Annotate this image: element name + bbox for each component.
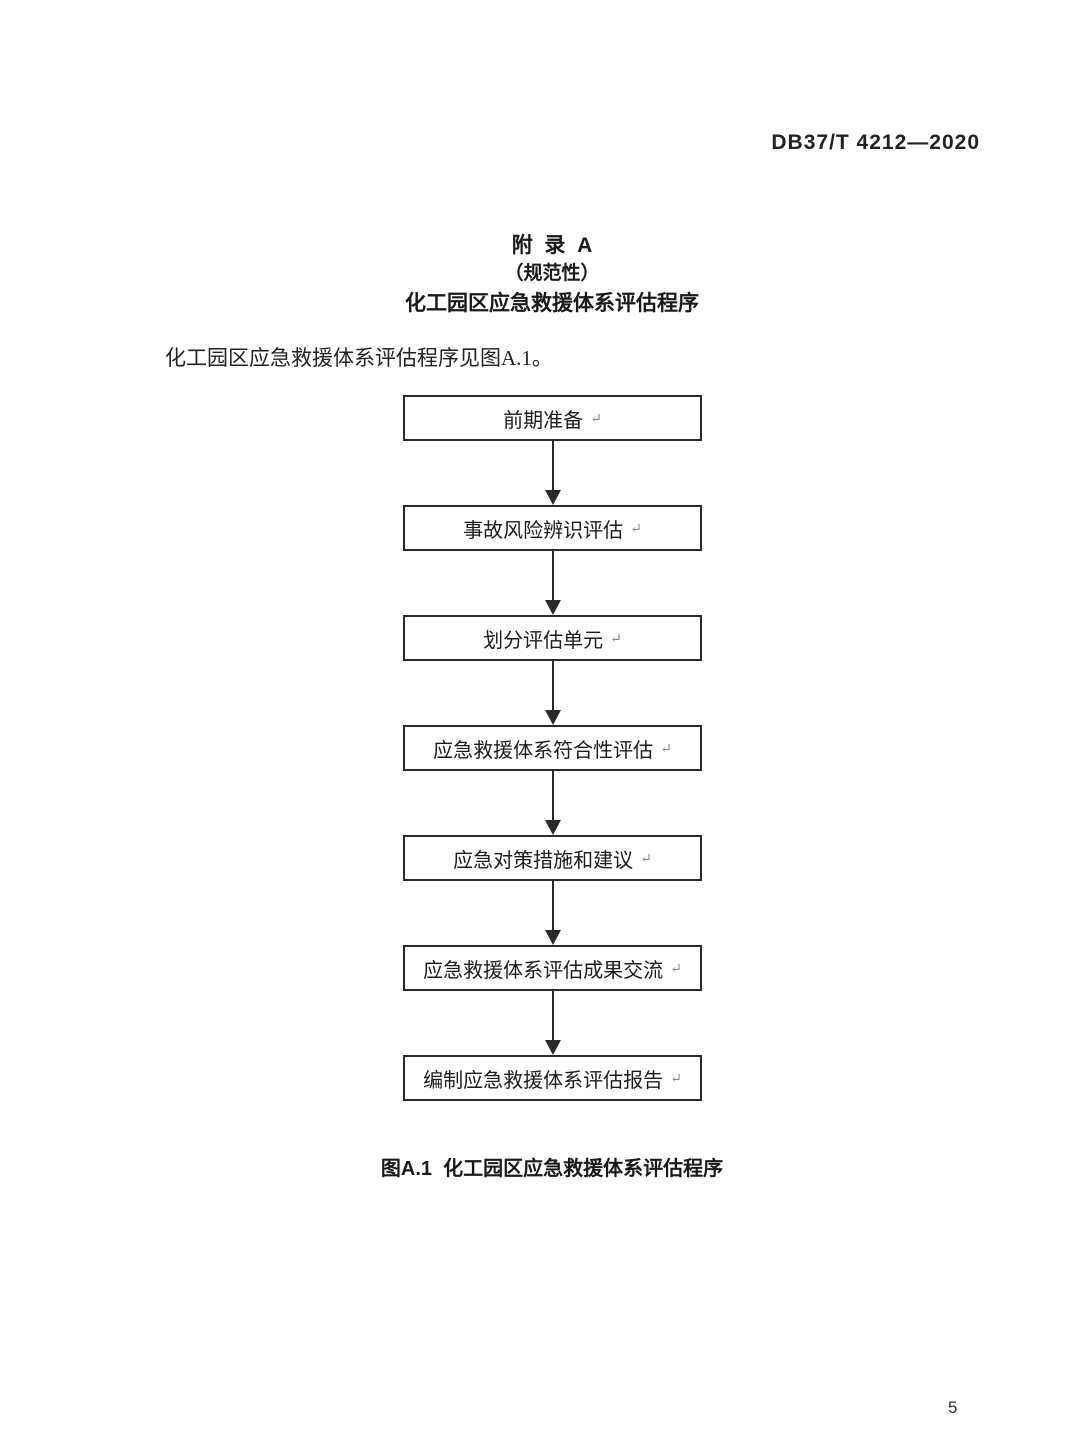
paragraph-return-icon: ↵ — [640, 851, 652, 867]
intro-paragraph: 化工园区应急救援体系评估程序见图A.1。 — [165, 346, 553, 370]
flow-step-label: 划分评估单元 — [483, 629, 604, 652]
paragraph-return-icon: ↵ — [660, 741, 672, 757]
paragraph-return-icon: ↵ — [610, 631, 622, 647]
flow-step-label: 应急对策措施和建议 — [453, 849, 634, 872]
flow-step-1: 前期准备 ↵ — [403, 395, 702, 441]
paragraph-return-icon: ↵ — [630, 521, 642, 537]
arrow-shaft — [551, 991, 554, 1040]
appendix-title-block: 附 录 A （规范性） 化工园区应急救援体系评估程序 — [405, 233, 699, 319]
appendix-type-note: （规范性） — [504, 263, 600, 284]
flow-step-label: 应急救援体系评估成果交流 — [423, 959, 664, 982]
arrow-shaft — [551, 661, 554, 710]
arrow-head — [544, 820, 561, 835]
arrow-shaft — [551, 881, 554, 930]
flowchart: 前期准备 ↵ 事故风险辨识评估 ↵ 划分评估单元 ↵ 应急救援体系符合性评估 ↵ — [403, 395, 702, 1101]
down-arrow-icon — [403, 661, 702, 725]
down-arrow-icon — [403, 881, 702, 945]
flow-step-label: 应急救援体系符合性评估 — [433, 739, 654, 762]
down-arrow-icon — [403, 771, 702, 835]
flow-step-7: 编制应急救援体系评估报告 ↵ — [403, 1055, 702, 1101]
figure-caption: 图A.1 化工园区应急救援体系评估程序 — [380, 1158, 724, 1180]
flow-step-2: 事故风险辨识评估 ↵ — [403, 505, 702, 551]
down-arrow-icon — [403, 441, 702, 505]
arrow-shaft — [551, 441, 554, 490]
down-arrow-icon — [403, 991, 702, 1055]
paragraph-return-icon: ↵ — [670, 961, 682, 977]
arrow-head — [544, 490, 561, 505]
paragraph-return-icon: ↵ — [670, 1071, 682, 1087]
standard-code-header: DB37/T 4212—2020 — [771, 131, 980, 154]
arrow-head — [544, 600, 561, 615]
arrow-shaft — [551, 771, 554, 820]
arrow-shaft — [551, 551, 554, 600]
flow-step-5: 应急对策措施和建议 ↵ — [403, 835, 702, 881]
down-arrow-icon — [403, 551, 702, 615]
arrow-head — [544, 930, 561, 945]
flow-step-label: 事故风险辨识评估 — [463, 519, 624, 542]
flow-step-3: 划分评估单元 ↵ — [403, 615, 702, 661]
appendix-title: 化工园区应急救援体系评估程序 — [405, 292, 699, 315]
appendix-label: 附 录 A — [511, 234, 593, 257]
flow-step-6: 应急救援体系评估成果交流 ↵ — [403, 945, 702, 991]
arrow-head — [544, 1040, 561, 1055]
flow-step-label: 前期准备 — [503, 409, 584, 432]
arrow-head — [544, 710, 561, 725]
page-number: 5 — [948, 1398, 958, 1417]
paragraph-return-icon: ↵ — [590, 411, 602, 427]
flow-step-label: 编制应急救援体系评估报告 — [423, 1069, 664, 1092]
flow-step-4: 应急救援体系符合性评估 ↵ — [403, 725, 702, 771]
